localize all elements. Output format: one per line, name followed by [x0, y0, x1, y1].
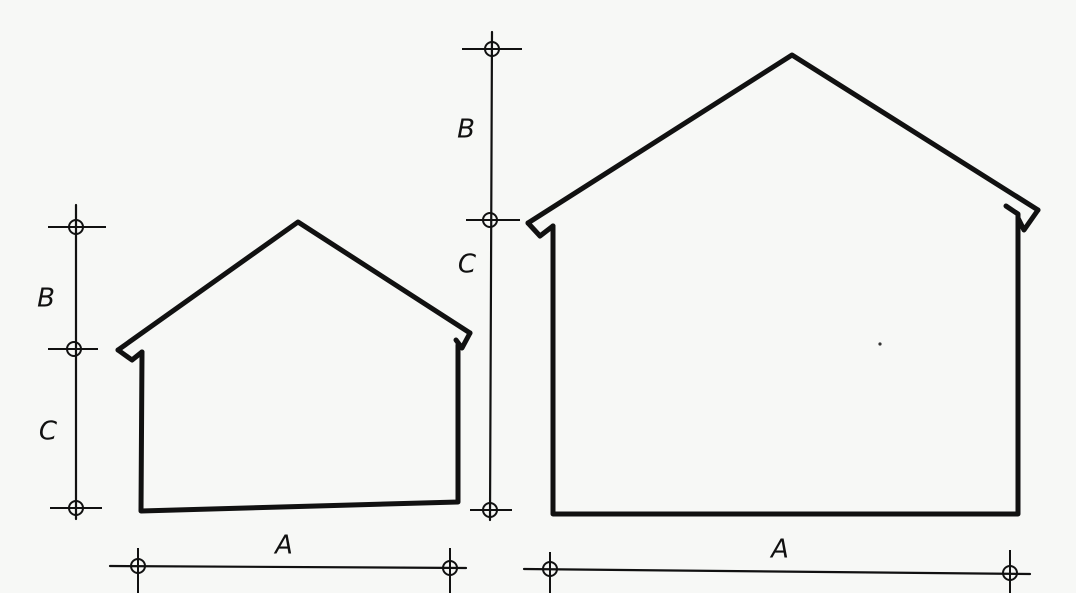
small-label-c: C: [39, 417, 58, 447]
large-marker-bottom: [470, 502, 512, 518]
large-label-a: A: [769, 535, 789, 565]
small-horizontal-dimension-line: [108, 564, 468, 570]
stray-dot: [878, 342, 882, 346]
small-marker-top: [48, 219, 106, 235]
small-horizontal-dimension: A: [108, 531, 468, 593]
small-marker-right: [442, 548, 458, 593]
large-vertical-dimension-line: [488, 30, 494, 522]
small-house-roof: [115, 219, 473, 353]
large-marker-right: [1002, 550, 1018, 593]
large-marker-top: [462, 41, 522, 57]
large-horizontal-dimension-line: [522, 567, 1032, 576]
small-house: [115, 219, 473, 514]
small-vertical-dimension: B C: [37, 203, 106, 521]
small-house-left-eave: [115, 347, 145, 363]
large-house-walls: [550, 203, 1021, 517]
large-house-roof: [525, 52, 1041, 226]
large-label-b: B: [457, 115, 475, 145]
large-house-left-eave: [525, 220, 556, 239]
large-marker-left: [542, 552, 558, 593]
small-marker-left: [130, 548, 146, 593]
large-marker-middle: [466, 212, 520, 228]
large-vertical-dimension: B C: [457, 30, 522, 522]
small-marker-bottom: [50, 500, 102, 516]
small-label-b: B: [37, 284, 55, 314]
large-horizontal-dimension: A: [522, 535, 1032, 593]
large-house-right-eave: [1015, 207, 1041, 233]
large-label-c: C: [458, 250, 477, 280]
large-house: [525, 52, 1041, 517]
small-marker-middle: [48, 341, 98, 357]
small-house-walls: [138, 342, 461, 514]
small-label-a: A: [273, 531, 293, 561]
